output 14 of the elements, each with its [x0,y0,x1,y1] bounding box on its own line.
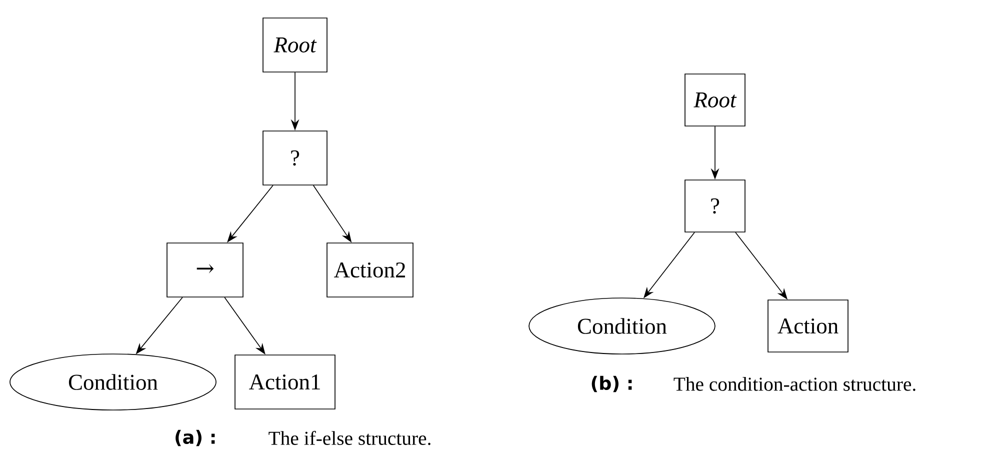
process-box: Root [262,18,328,72]
process-box: Action2 [326,242,414,298]
process-box: ? [262,130,328,186]
process-box: → [166,242,244,298]
caption-tag: (b) : [592,376,632,392]
process-box: Action1 [234,354,336,410]
process-box: Action [768,300,848,352]
ellipse-node: Condition [528,298,716,354]
ellipse-node: Condition [10,354,216,410]
process-box: ? [684,180,746,232]
caption: The condition-action structure. [674,377,916,391]
caption-tag: (a) : [176,430,215,446]
process-box: Root [684,74,746,126]
caption: The if-else structure. [268,430,430,446]
